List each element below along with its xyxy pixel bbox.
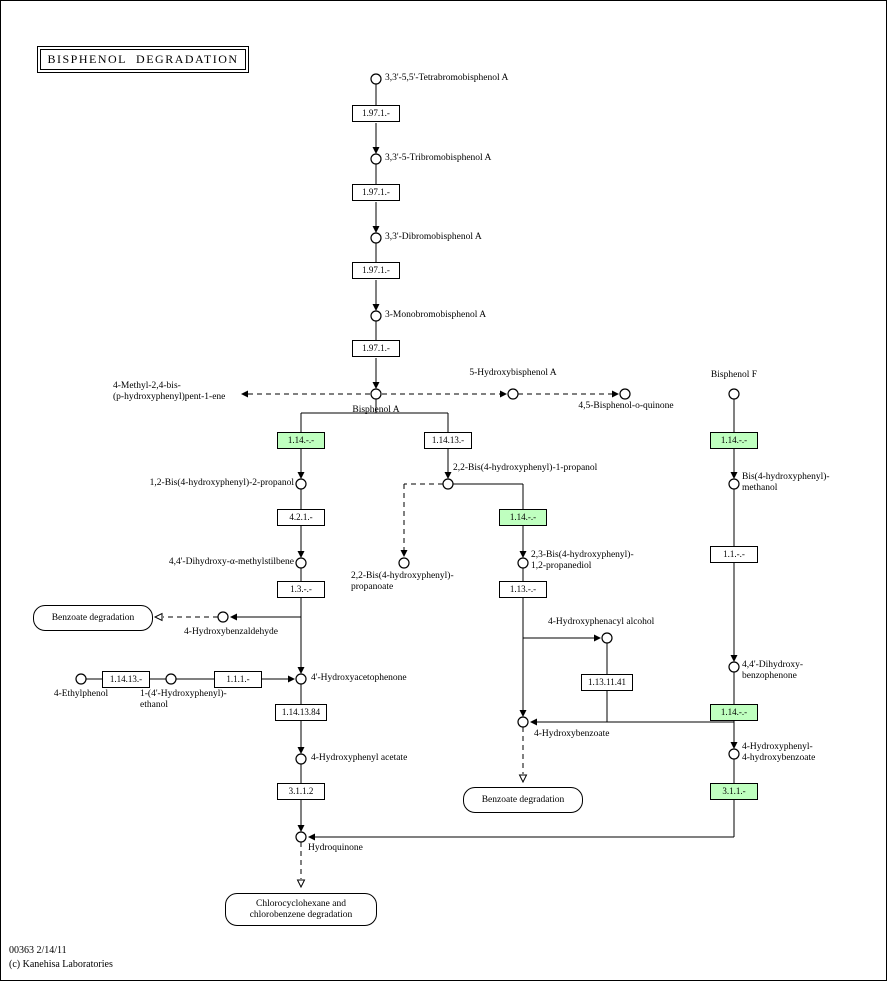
compound-label-tetrabromobisphenol-a: 3,3'-5,5'-Tetrabromobisphenol A [385,73,509,83]
pathway-box-benzoate-degradation[interactable]: Benzoate degradation [463,787,583,813]
map-title-box: BISPHENOL DEGRADATION [37,46,249,73]
copyright-notice: (c) Kanehisa Laboratories [9,959,113,970]
compound-node-bis-hydroxyphenyl-propanediol[interactable] [517,557,529,569]
compound-node-5-hydroxybisphenol-a[interactable] [507,388,519,400]
enzyme-box-1-1[interactable]: 1.1.-.- [710,546,758,563]
compound-node-ethylphenol[interactable] [75,673,87,685]
enzyme-box-3-1-1-2[interactable]: 3.1.1.2 [277,783,325,800]
pathway-box-benzoate-degradation[interactable]: Benzoate degradation [33,605,153,631]
compound-node-hydroxyphenyl-ethanol[interactable] [165,673,177,685]
pathway-link-arrowheads [153,612,528,889]
compound-label-methyl-bis-pentene: 4-Methyl-2,4-bis- (p-hydroxyphenyl)pent-… [113,381,226,402]
compound-node-dibromobisphenol-a[interactable] [370,232,382,244]
compound-label-dihydroxybenzophenone: 4,4'-Dihydroxy- benzophenone [742,660,804,681]
compound-node-hydroxybenzaldehyde[interactable] [217,611,229,623]
enzyme-box-1-14[interactable]: 1.14.-.- [277,432,325,449]
compound-node-monobromobisphenol-a[interactable] [370,310,382,322]
enzyme-box-1-14-13-84[interactable]: 1.14.13.84 [275,704,327,721]
compound-label-bis-hydroxyphenyl-2-propanol: 1,2-Bis(4-hydroxyphenyl)-2-propanol [149,478,294,488]
compound-node-tribromobisphenol-a[interactable] [370,153,382,165]
compound-node-hydroxyacetophenone[interactable] [295,673,307,685]
compound-node-dihydroxy-methylstilbene[interactable] [295,557,307,569]
compound-nodes [75,73,740,843]
compound-label-hydroxyphenyl-hydroxybenzoate: 4-Hydroxyphenyl- 4-hydroxybenzoate [742,742,816,763]
putative-reaction-lines [163,393,612,879]
compound-label-ethylphenol: 4-Ethylphenol [53,689,109,699]
enzyme-box-1-1-1[interactable]: 1.1.1.- [214,671,262,688]
compound-node-bis-hydroxyphenyl-methanol[interactable] [728,478,740,490]
compound-node-bisphenol-a[interactable] [370,388,382,400]
compound-label-dihydroxy-methylstilbene: 4,4'-Dihydroxy-α-methylstilbene [168,557,294,567]
compound-node-hydroxybenzoate[interactable] [517,716,529,728]
compound-node-tetrabromobisphenol-a[interactable] [370,73,382,85]
enzyme-box-3-1-1[interactable]: 3.1.1.- [710,783,758,800]
compound-label-5-hydroxybisphenol-a: 5-Hydroxybisphenol A [469,368,557,378]
compound-node-bisphenol-f[interactable] [728,388,740,400]
enzyme-box-1-3[interactable]: 1.3.-.- [277,581,325,598]
compound-node-bisphenol-o-quinone[interactable] [619,388,631,400]
enzyme-box-1-97-1[interactable]: 1.97.1.- [352,105,400,122]
compound-node-bis-hydroxyphenyl-2-propanol[interactable] [295,478,307,490]
arrowheads [230,147,738,841]
compound-node-hydroxyphenyl-acetate[interactable] [295,753,307,765]
enzyme-box-1-13[interactable]: 1.13.-.- [499,581,547,598]
compound-node-hydroxyphenyl-hydroxybenzoate[interactable] [728,748,740,760]
map-id: 00363 2/14/11 [9,945,67,956]
compound-node-bis-hydroxyphenyl-propanoate[interactable] [398,557,410,569]
compound-node-dihydroxybenzophenone[interactable] [728,661,740,673]
compound-label-hydroquinone: Hydroquinone [308,843,363,853]
reaction-lines [86,84,735,838]
enzyme-box-1-97-1[interactable]: 1.97.1.- [352,262,400,279]
enzyme-box-1-97-1[interactable]: 1.97.1.- [352,340,400,357]
compound-node-hydroxyphenacyl-alcohol[interactable] [601,632,613,644]
enzyme-box-1-14[interactable]: 1.14.-.- [710,704,758,721]
enzyme-box-1-14[interactable]: 1.14.-.- [499,509,547,526]
compound-label-hydroxyphenacyl-alcohol: 4-Hydroxyphenacyl alcohol [548,617,655,627]
enzyme-box-1-13-11-41[interactable]: 1.13.11.41 [581,674,633,691]
pathway-box-chlorocyclohexane-degradation[interactable]: Chlorocyclohexane and chlorobenzene degr… [225,893,377,926]
compound-label-hydroxyphenyl-acetate: 4-Hydroxyphenyl acetate [311,753,408,763]
compound-label-tribromobisphenol-a: 3,3'-5-Tribromobisphenol A [385,153,492,163]
compound-label-dibromobisphenol-a: 3,3'-Dibromobisphenol A [385,232,482,242]
compound-label-bisphenol-a: Bisphenol A [352,405,400,415]
compound-label-bis-hydroxyphenyl-propanoate: 2,2-Bis(4-hydroxyphenyl)- propanoate [351,571,454,592]
compound-label-bisphenol-f: Bisphenol F [710,370,758,380]
compound-label-bis-hydroxyphenyl-propanediol: 2,3-Bis(4-hydroxyphenyl)- 1,2-propanedio… [531,550,634,571]
enzyme-box-1-14-13[interactable]: 1.14.13.- [424,432,472,449]
compound-node-hydroquinone[interactable] [295,831,307,843]
compound-label-bis-hydroxyphenyl-methanol: Bis(4-hydroxyphenyl)- methanol [742,472,830,493]
compound-label-hydroxybenzaldehyde: 4-Hydroxybenzaldehyde [184,627,278,637]
map-title: BISPHENOL DEGRADATION [40,49,246,70]
enzyme-box-1-14[interactable]: 1.14.-.- [710,432,758,449]
compound-label-monobromobisphenol-a: 3-Monobromobisphenol A [385,310,487,320]
compound-label-hydroxyphenyl-ethanol: 1-(4'-Hydroxyphenyl)- ethanol [140,689,227,710]
compound-label-hydroxyacetophenone: 4'-Hydroxyacetophenone [311,673,407,683]
compound-label-bisphenol-o-quinone: 4,5-Bisphenol-o-quinone [578,401,674,411]
enzyme-box-1-97-1[interactable]: 1.97.1.- [352,184,400,201]
enzyme-box-4-2-1[interactable]: 4.2.1.- [277,509,325,526]
compound-label-hydroxybenzoate: 4-Hydroxybenzoate [534,729,610,739]
enzyme-box-1-14-13[interactable]: 1.14.13.- [102,671,150,688]
compound-label-bis-hydroxyphenyl-1-propanol: 2,2-Bis(4-hydroxyphenyl)-1-propanol [453,463,598,473]
compound-node-bis-hydroxyphenyl-1-propanol[interactable] [442,478,454,490]
